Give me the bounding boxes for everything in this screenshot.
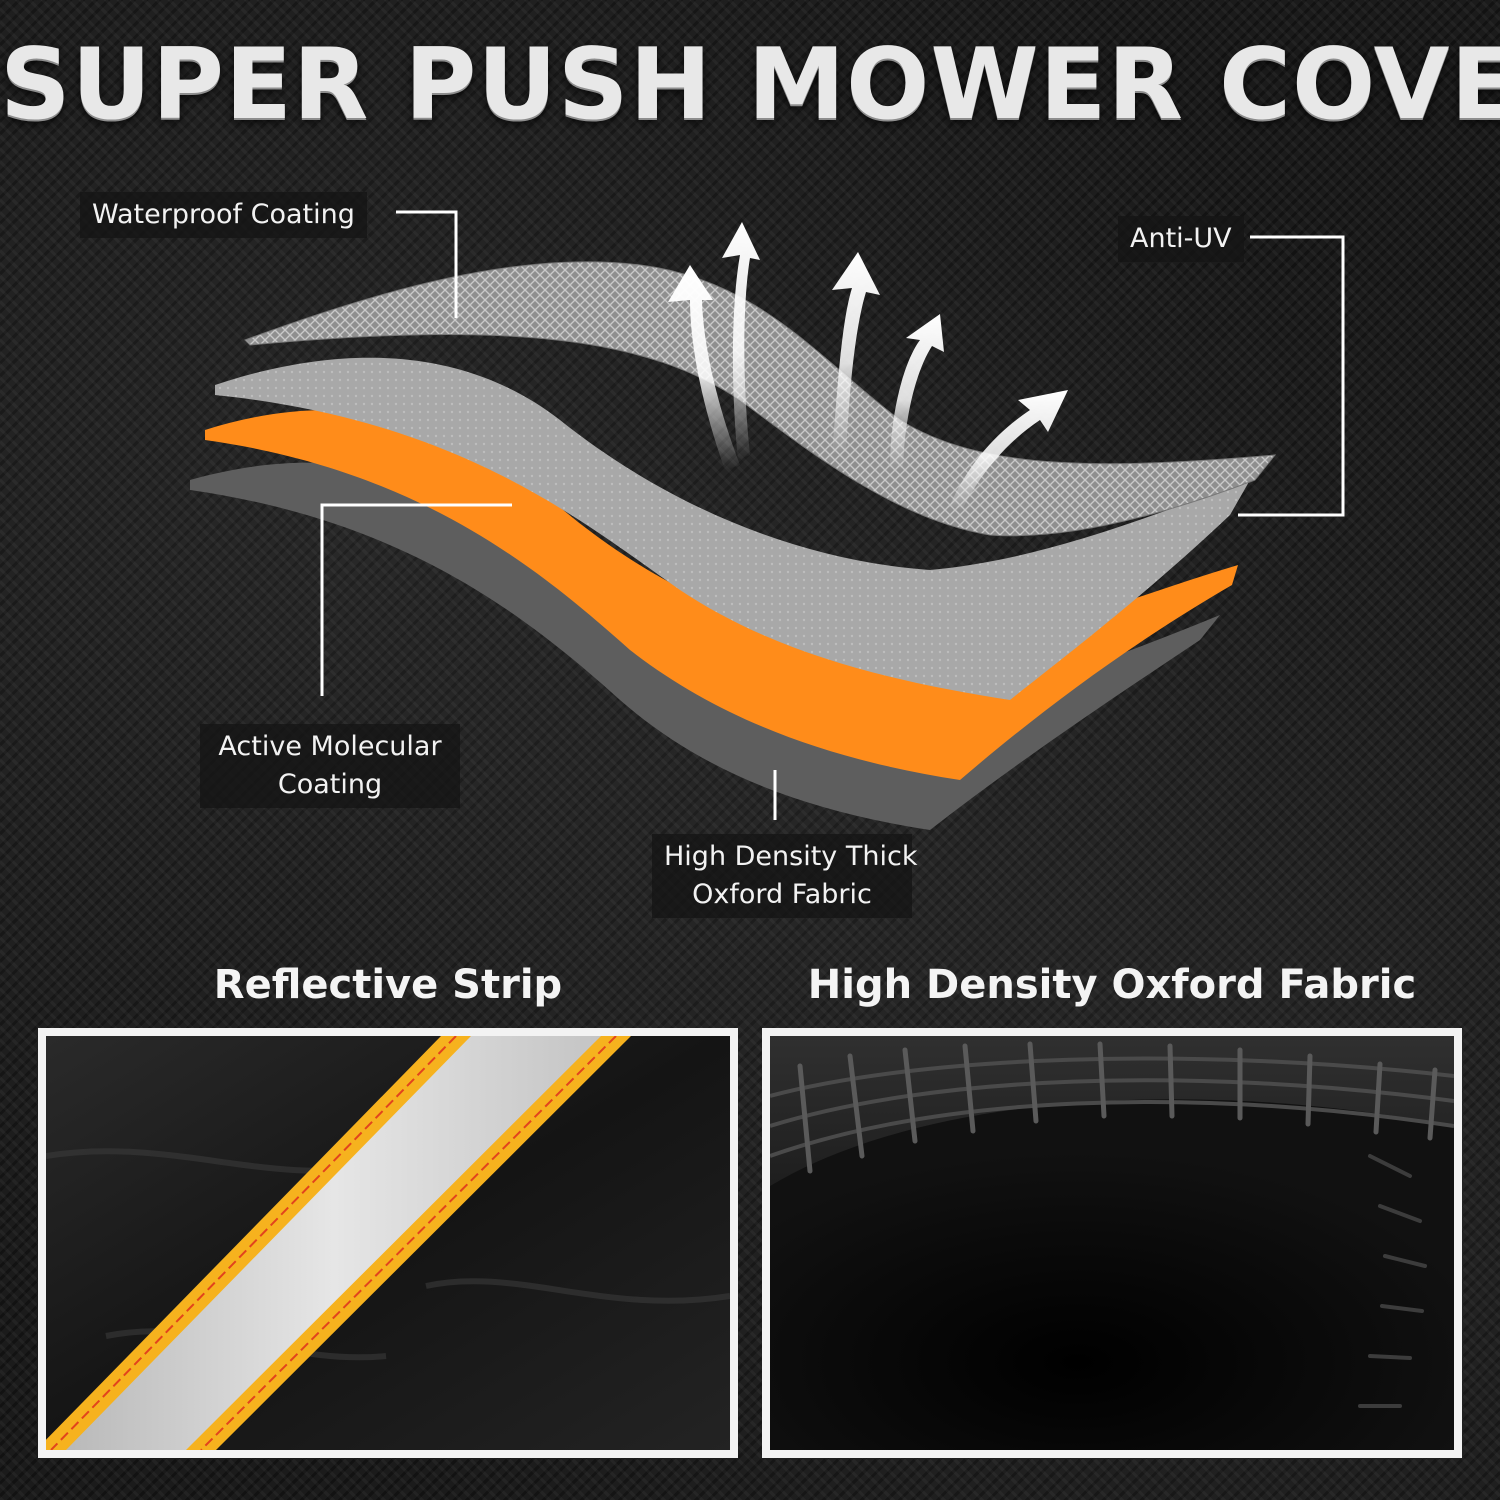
callout-leader-lines <box>320 210 1345 820</box>
callout-oxford-line1: High Density Thick <box>664 841 918 872</box>
white-upward-arrows-icon <box>668 222 1068 510</box>
callout-waterproof-text: Waterproof Coating <box>92 199 355 230</box>
callout-waterproof-coating: Waterproof Coating <box>80 192 367 238</box>
callout-active-molecular-line1: Active Molecular <box>218 731 442 762</box>
oxford-fabric-image <box>770 1036 1454 1450</box>
callout-anti-uv: Anti-UV <box>1118 216 1244 262</box>
page-title: SUPER PUSH MOWER COVER <box>0 28 1500 142</box>
callout-anti-uv-text: Anti-UV <box>1130 223 1232 254</box>
reflective-strip-photo <box>38 1028 738 1458</box>
oxford-fabric-photo <box>762 1028 1462 1458</box>
callout-active-molecular-line2: Coating <box>277 769 383 800</box>
section-label-oxford: High Density Oxford Fabric <box>807 962 1417 1008</box>
callout-active-molecular: Active Molecular Coating <box>200 724 460 808</box>
callout-oxford-line2: Oxford Fabric <box>692 879 872 910</box>
section-label-reflective: Reflective Strip <box>213 962 563 1008</box>
reflective-strip-image <box>46 1036 730 1450</box>
fabric-layers-illustration <box>190 210 1345 830</box>
layer-gray-fabric <box>215 357 1250 700</box>
callout-oxford-fabric: High Density Thick Oxford Fabric <box>652 834 918 918</box>
